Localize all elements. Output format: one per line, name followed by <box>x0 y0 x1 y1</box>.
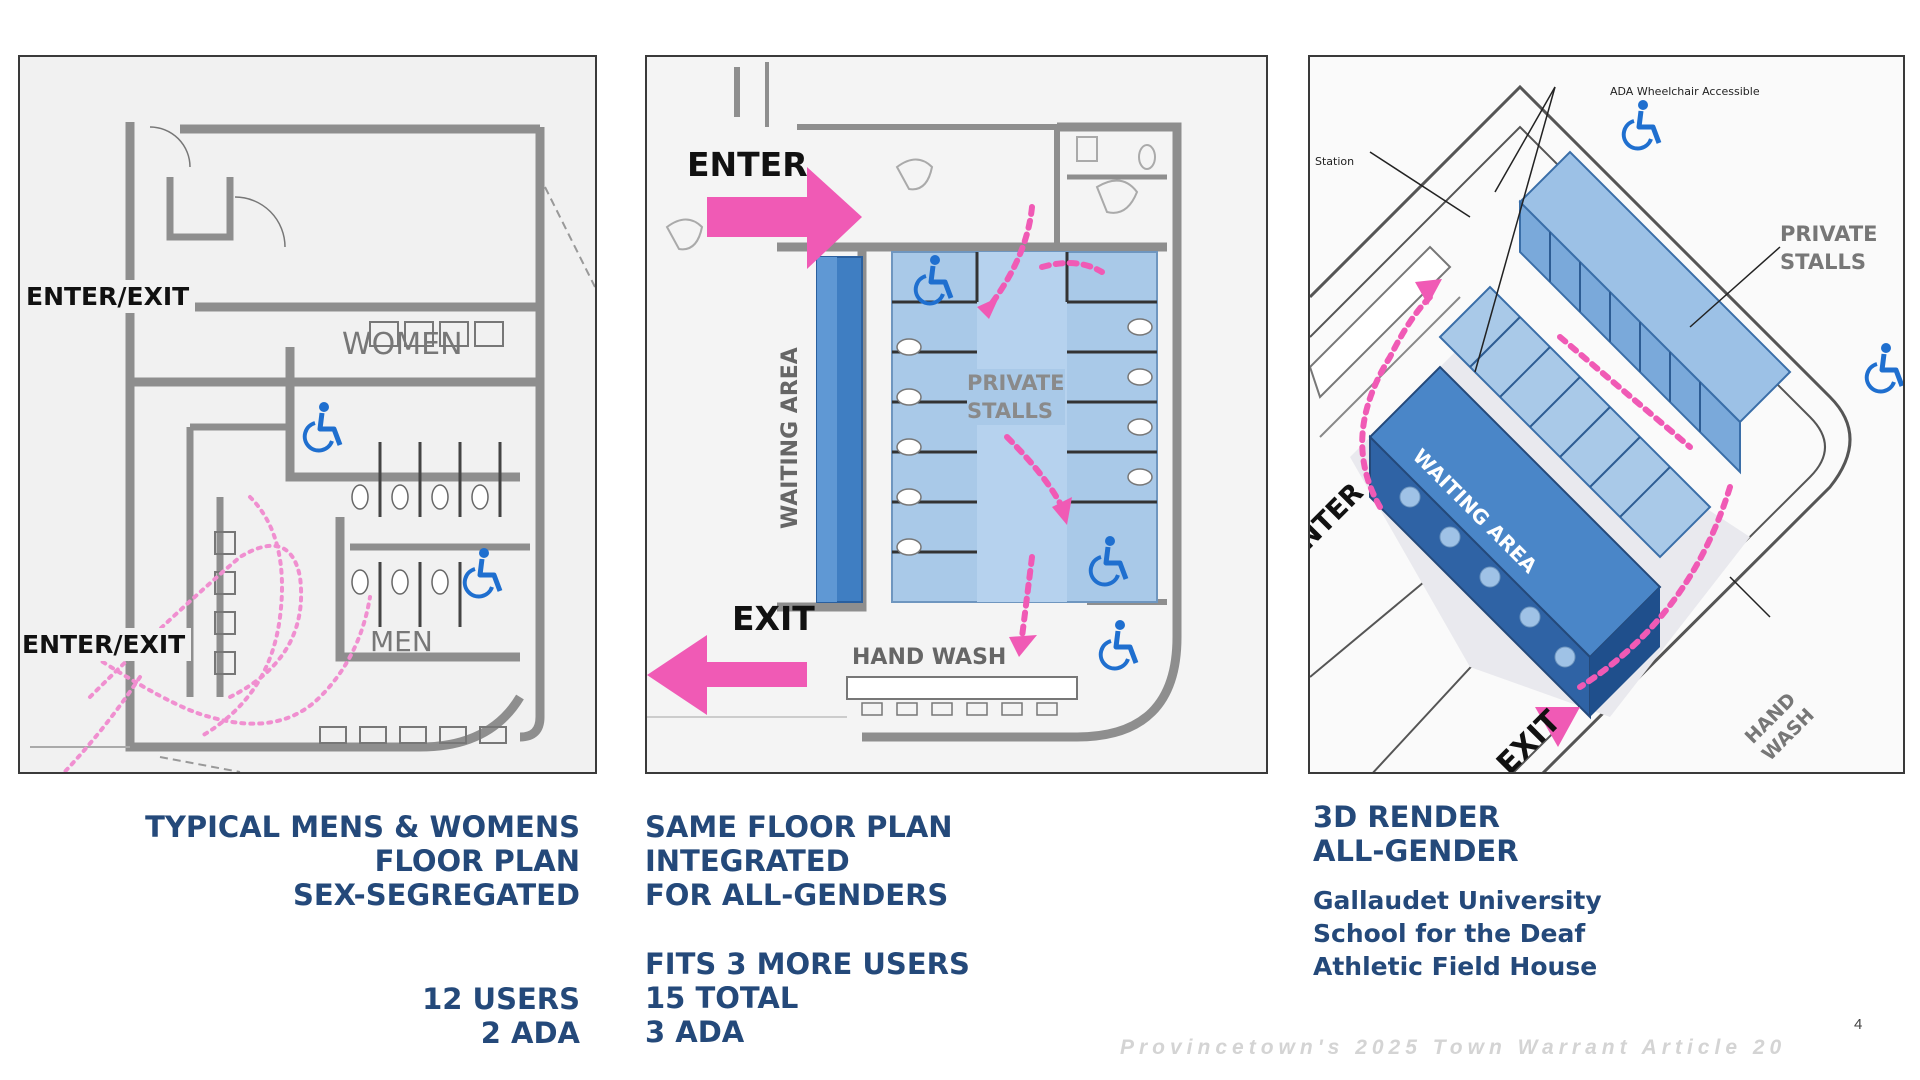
enter-label: ENTER <box>687 145 808 184</box>
caption-segregated-users: 12 USERS 2 ADA <box>422 982 580 1050</box>
hand-wash-label: HAND WASH <box>852 645 1007 670</box>
wheelchair-icon <box>913 255 954 306</box>
station-note: Station <box>1315 155 1355 168</box>
wheelchair-icon <box>302 402 343 453</box>
floor-plan-segregated: ENTER/EXIT ENTER/EXIT WOMEN MEN <box>18 55 597 774</box>
floor-plan-all-gender: ENTER EXIT WAITING AREA PRIVATE STALLS H… <box>645 55 1268 774</box>
caption-segregated-title: TYPICAL MENS & WOMENS FLOOR PLAN SEX-SEG… <box>145 810 580 912</box>
private-stalls-label: PRIVATE STALLS <box>1780 222 1878 274</box>
page-number: 4 <box>1854 1016 1863 1033</box>
footer-title: Provincetown's 2025 Town Warrant Article… <box>1120 1036 1787 1059</box>
exit-label: EXIT <box>732 599 815 638</box>
wheelchair-icon <box>1864 343 1903 394</box>
wheelchair-icon <box>1621 100 1662 151</box>
waiting-area-label: WAITING AREA <box>778 347 803 529</box>
wheelchair-icon <box>1088 536 1129 587</box>
caption-all-gender-users: FITS 3 MORE USERS 15 TOTAL 3 ADA <box>645 947 970 1049</box>
caption-render-title: 3D RENDER ALL-GENDER <box>1313 800 1519 868</box>
all-gender-plan-drawing <box>647 57 1266 772</box>
ada-note: ADA Wheelchair Accessible <box>1610 85 1760 98</box>
enter-exit-label-top: ENTER/EXIT <box>20 280 196 313</box>
enter-exit-label-bottom: ENTER/EXIT <box>20 628 192 661</box>
wheelchair-icon <box>1098 620 1139 671</box>
render-3d-drawing <box>1310 57 1903 772</box>
segregated-plan-drawing <box>30 122 595 772</box>
caption-all-gender-title: SAME FLOOR PLAN INTEGRATED FOR ALL-GENDE… <box>645 810 953 912</box>
women-room-label: WOMEN <box>342 327 463 362</box>
wheelchair-icon <box>462 548 503 599</box>
men-room-label: MEN <box>370 625 433 658</box>
caption-render-location: Gallaudet University School for the Deaf… <box>1313 886 1602 981</box>
private-stalls-label: PRIVATE STALLS <box>967 369 1065 425</box>
render-3d-all-gender: ADA Wheelchair Accessible Station PRIVAT… <box>1308 55 1905 774</box>
